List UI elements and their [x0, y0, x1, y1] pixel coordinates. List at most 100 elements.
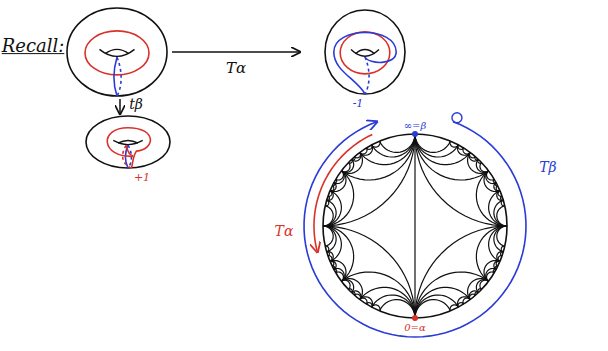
farey-geodesic: [336, 171, 344, 180]
farey-geodesic: [330, 261, 334, 266]
map-arrow: [172, 51, 300, 53]
farey-geodesic: [341, 134, 415, 180]
farey-geodesic: [360, 287, 415, 318]
farey-geodesic: [360, 145, 373, 155]
beta-curve: [114, 57, 117, 96]
farey-geodesic: [468, 279, 489, 300]
farey-geodesic: [415, 134, 489, 180]
farey-geodesic: [489, 191, 507, 226]
farey-geodesic: [486, 268, 496, 281]
map-label: Tα: [226, 60, 246, 77]
farey-geodesic: [360, 148, 367, 154]
farey-geodesic: [334, 268, 344, 281]
farey-geodesic: [372, 295, 415, 318]
farey-geodesic: [480, 163, 489, 172]
farey-geodesic: [355, 152, 361, 157]
farey-geodesic: [457, 297, 470, 307]
farey-geodesic: [341, 280, 353, 293]
farey-geodesic: [415, 134, 450, 152]
farey-geodesic: [415, 134, 470, 165]
torus-hole: [351, 49, 379, 56]
farey-geodesic: [372, 305, 380, 311]
farey-geodesic: [494, 261, 500, 269]
map-arrow: [119, 99, 121, 114]
farey-geodesic: [476, 280, 488, 293]
farey-geodesic: [415, 295, 458, 318]
farey-geodesic: [327, 252, 330, 256]
torus-outline: [325, 10, 405, 94]
farey-geodesic: [487, 272, 495, 281]
t-alpha-arc: [314, 134, 372, 252]
farey-geodesic: [415, 272, 489, 318]
farey-geodesic: [327, 252, 334, 262]
farey-geodesic: [498, 256, 502, 262]
farey-geodesic: [497, 252, 504, 262]
farey-geodesic: [352, 152, 361, 161]
farey-geodesic: [414, 134, 415, 318]
t-beta-arc: [304, 122, 526, 337]
torus-hole: [105, 49, 129, 53]
farey-geodesic: [323, 200, 336, 226]
beta-curve-back: [117, 57, 121, 96]
farey-geodesic: [415, 300, 450, 318]
farey-disk: [304, 113, 526, 337]
alpha-point: [412, 315, 418, 321]
farey-geodesic: [325, 246, 329, 252]
farey-geodesic: [469, 291, 478, 300]
farey-geodesic: [484, 261, 500, 282]
farey-geodesic: [372, 134, 415, 157]
farey-geodesic: [470, 152, 476, 157]
torus-hole: [118, 140, 138, 143]
recall-heading: Recall:: [2, 36, 65, 56]
farey-geodesic: [463, 148, 470, 154]
twist-sign: -1: [353, 98, 364, 110]
farey-geodesic: [341, 152, 362, 173]
farey-geodesic: [330, 186, 334, 191]
farey-geodesic: [484, 171, 500, 192]
farey-geodesic: [360, 297, 373, 307]
farey-geodesic: [372, 141, 380, 147]
farey-geodesic: [497, 206, 507, 226]
farey-geodesic: [336, 272, 344, 281]
farey-geodesic: [330, 261, 346, 282]
farey-geodesic: [489, 226, 507, 261]
farey-geodesic: [469, 152, 478, 161]
farey-geodesic: [468, 152, 489, 173]
farey-geodesic: [327, 191, 334, 201]
farey-geodesic: [330, 183, 336, 191]
farey-geodesic: [323, 226, 354, 281]
farey-geodesic: [323, 226, 336, 252]
farey-geodesic: [458, 145, 464, 150]
twisted-beta-curve: [334, 33, 396, 95]
farey-geodesic: [497, 191, 504, 201]
farey-geodesic: [380, 134, 415, 152]
farey-geodesic: [415, 134, 458, 157]
farey-geodesic: [330, 261, 336, 269]
farey-geodesic: [450, 305, 458, 311]
farey-geodesic: [323, 191, 341, 226]
torus-outline: [86, 116, 170, 168]
twisted-alpha-curve: [107, 128, 150, 168]
farey-geodesic: [494, 226, 507, 252]
farey-geodesic: [360, 134, 415, 165]
farey-geodesic: [323, 226, 341, 261]
farey-geodesic: [496, 186, 500, 191]
farey-geodesic: [480, 280, 489, 289]
farey-geodesic: [366, 145, 372, 150]
farey-geodesic: [501, 246, 505, 252]
farey-geodesic: [476, 226, 507, 281]
farey-geodesic: [330, 171, 346, 192]
torus-hole: [100, 49, 135, 56]
vertex-label: 0=α: [404, 322, 426, 333]
farey-geodesic: [341, 163, 350, 172]
farey-geodesic: [415, 287, 470, 318]
farey-geodesic: [497, 226, 507, 246]
twisted-beta-back: [365, 57, 369, 94]
farey-geodesic: [323, 226, 333, 246]
farey-geodesic: [341, 279, 362, 300]
vertex-label: ∞=β: [404, 120, 427, 131]
farey-geodesic: [476, 171, 507, 226]
alpha-curve: [85, 31, 149, 75]
twist-sign: +1: [134, 172, 150, 184]
